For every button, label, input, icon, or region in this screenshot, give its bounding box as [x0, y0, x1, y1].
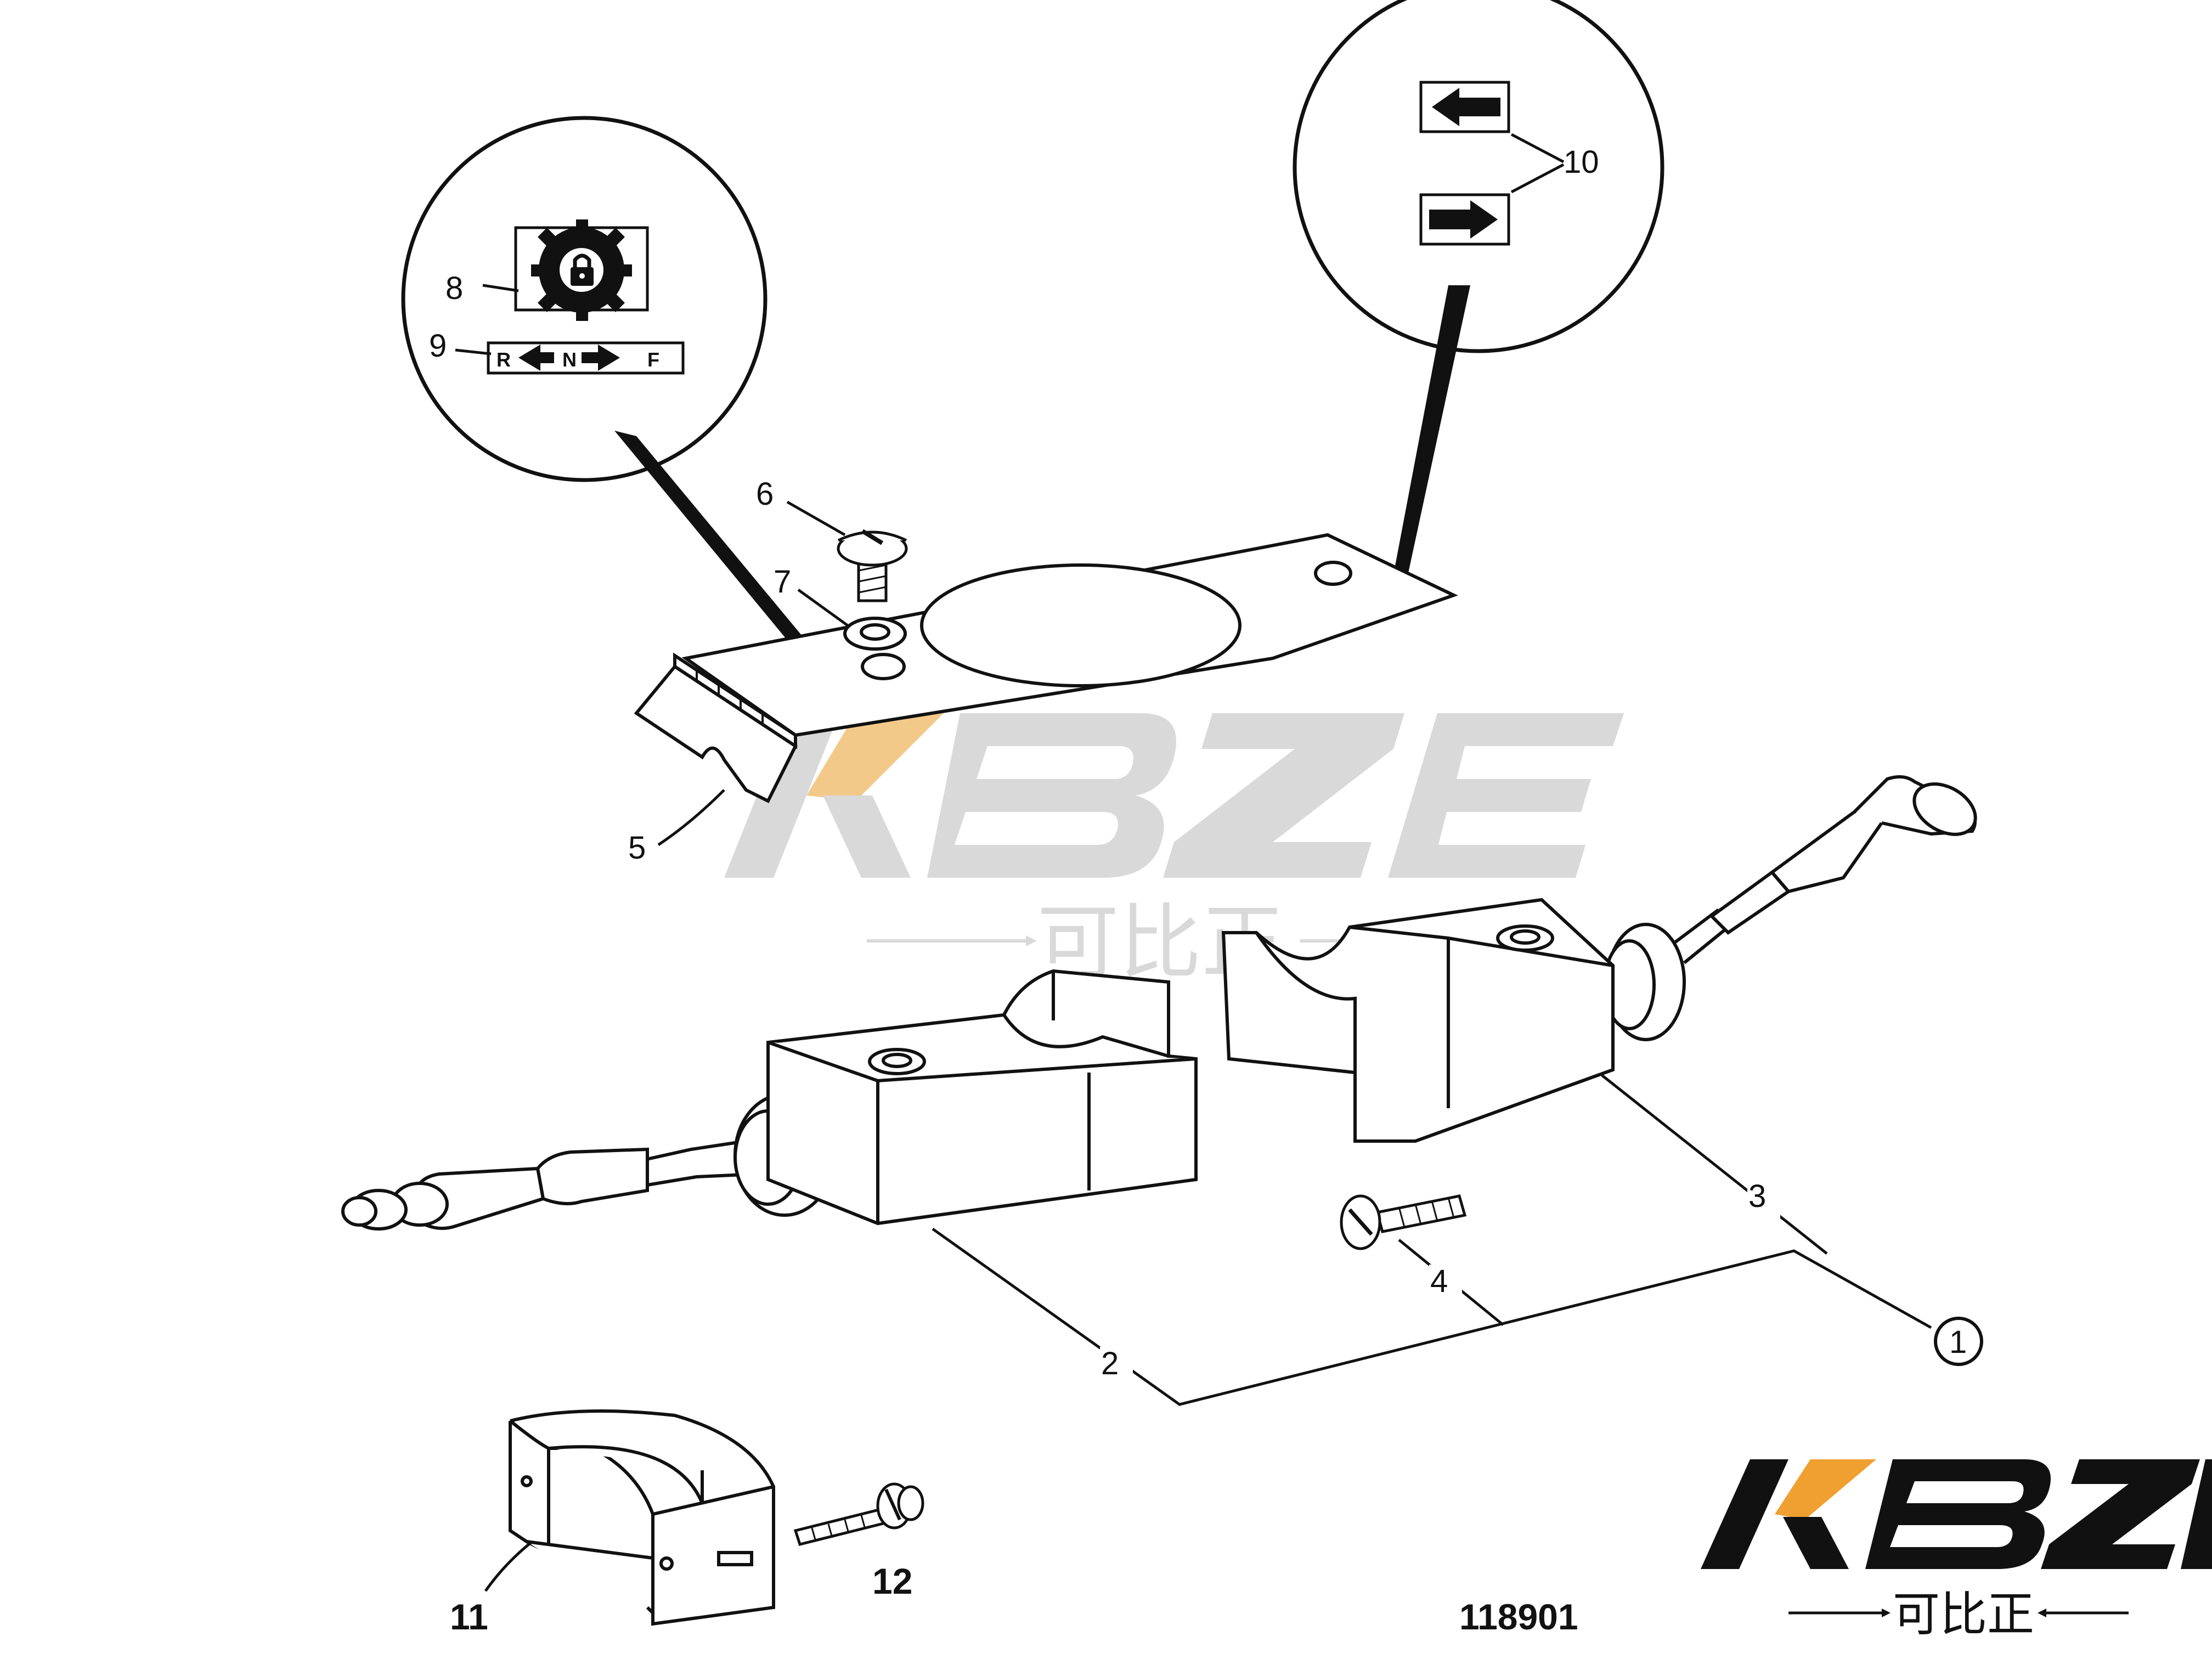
screw-4 — [1340, 1194, 1467, 1250]
detail-circle-right — [1293, 0, 1664, 603]
leader-7 — [797, 588, 849, 627]
watermark-logo-text — [724, 713, 1624, 878]
arrow-right-icon — [1429, 200, 1498, 239]
leader-11 — [484, 1541, 533, 1592]
leader-6 — [786, 500, 846, 537]
leader-10a — [1510, 133, 1565, 163]
screw-6 — [837, 529, 908, 602]
gear-lock-decal — [514, 219, 649, 321]
arrow-left-icon — [1432, 88, 1500, 126]
direction-decal: R N F — [487, 341, 685, 375]
drawing-number: 118901 — [1459, 1596, 1578, 1637]
callout-5: 5 — [628, 830, 646, 866]
leader-9 — [455, 348, 492, 356]
padlock-icon — [571, 253, 594, 286]
callout-2: 2 — [1101, 1346, 1119, 1381]
decal-letter-r: R — [496, 348, 511, 371]
callout-9: 9 — [429, 328, 447, 364]
leader-5 — [657, 789, 725, 847]
kbze-logo-chinese: 可比正 — [1893, 1587, 2034, 1642]
switch-left — [341, 969, 1198, 1231]
callout-1-circle — [1934, 1317, 1983, 1366]
callout-6: 6 — [756, 476, 774, 512]
callout-4: 4 — [1430, 1263, 1448, 1299]
leader-8 — [482, 284, 519, 292]
callout-8: 8 — [445, 270, 463, 306]
callout-10: 10 — [1564, 144, 1599, 180]
detail-circle-left — [401, 116, 850, 697]
switch-right — [1221, 775, 1977, 1143]
screw-12 — [793, 1482, 924, 1546]
kbze-logo: 可比正 — [1701, 1459, 2212, 1642]
kbze-logo-text — [1701, 1459, 2212, 1569]
callout-7: 7 — [774, 564, 791, 600]
callout-11: 11 — [450, 1596, 488, 1637]
mounting-plate — [634, 533, 1458, 804]
callout-3: 3 — [1748, 1178, 1766, 1214]
washer-7 — [843, 617, 907, 651]
callout-1: 1 — [1949, 1324, 1967, 1360]
clamp-11 — [509, 1409, 775, 1626]
callout-12: 12 — [872, 1561, 912, 1601]
leader-10b — [1510, 163, 1565, 194]
arrow-left-decal — [1419, 81, 1510, 133]
decal-letter-n: N — [562, 348, 577, 371]
arrow-right-decal — [1419, 193, 1510, 246]
decal-letter-f: F — [647, 348, 659, 371]
